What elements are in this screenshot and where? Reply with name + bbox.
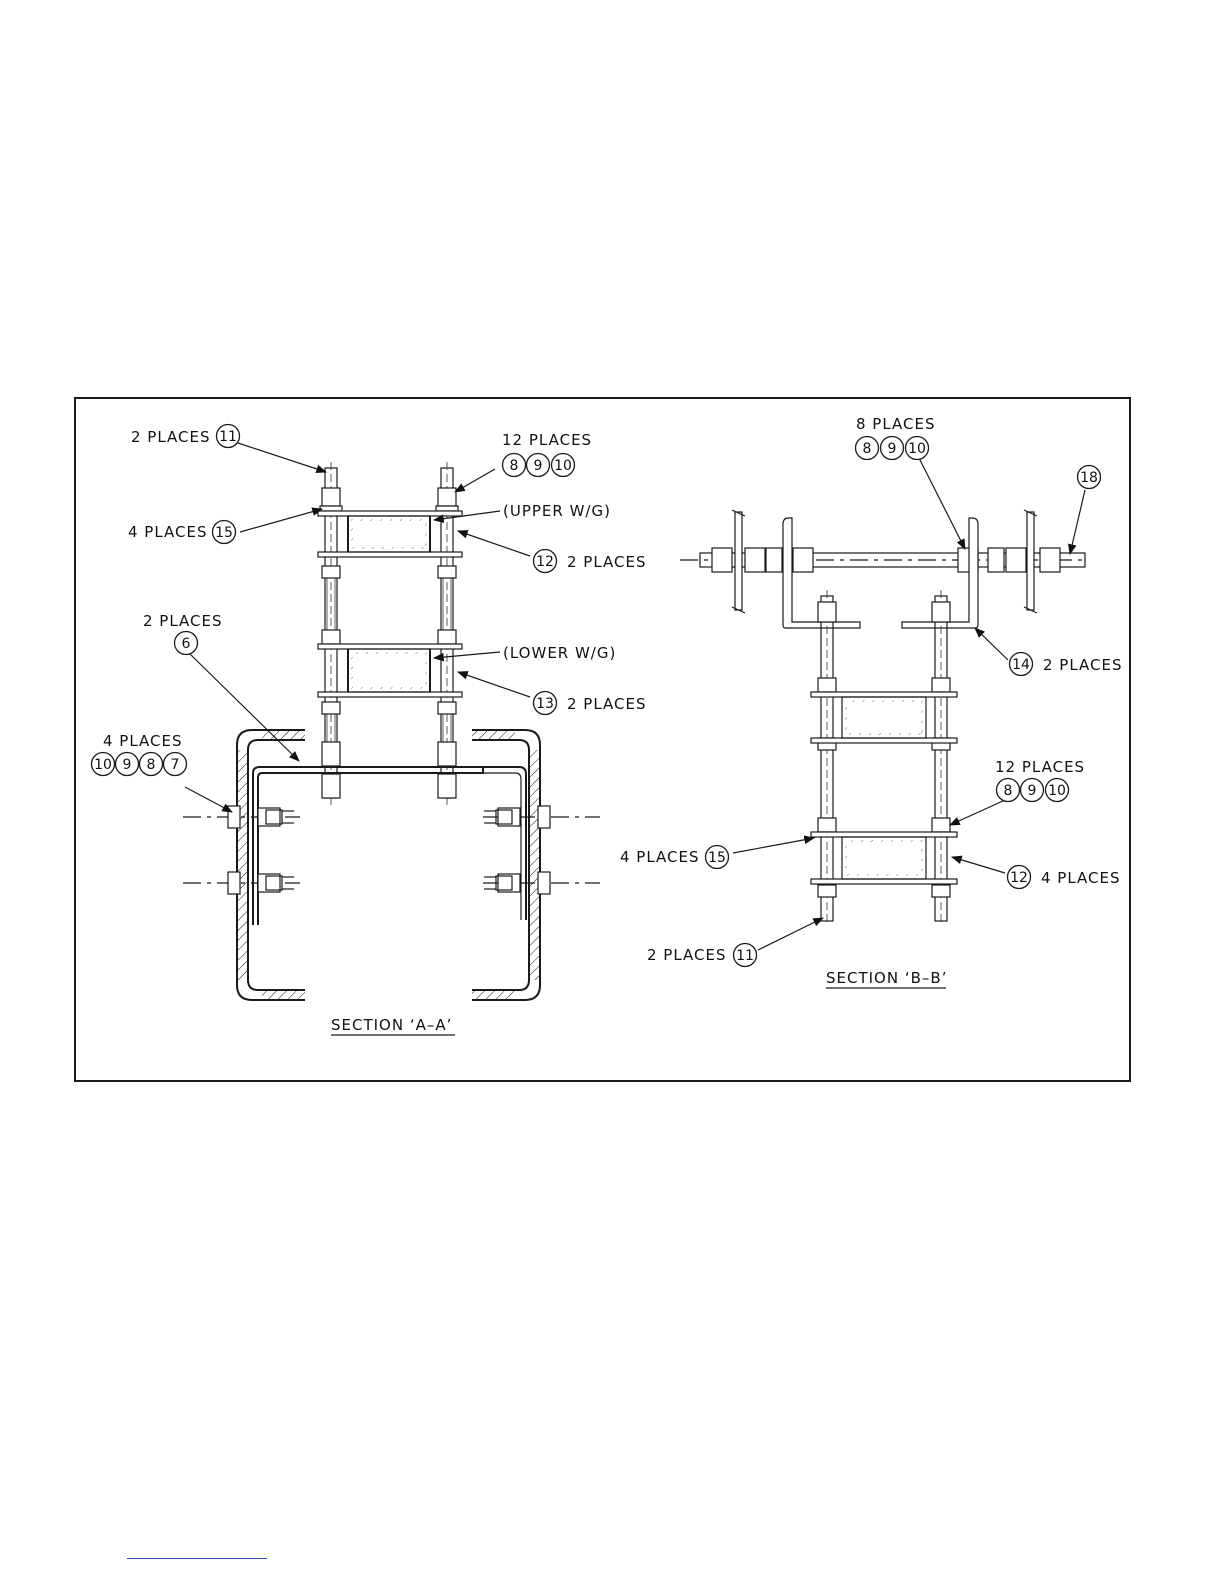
- callout-a-plate-qty: 2 PLACES: [143, 612, 223, 630]
- callout-a-left-mid-item: 15: [215, 525, 233, 541]
- threaded-rod-b-right: [932, 590, 950, 925]
- callout-a-top-left-item: 11: [219, 429, 237, 445]
- callout-a-right-lower-item: 13: [536, 696, 554, 712]
- callout-b-mid-item-1: 8: [1004, 783, 1013, 799]
- callout-b-top-item-2: 9: [888, 441, 897, 457]
- label-lower-wg: (LOWER W/G): [503, 644, 616, 662]
- callout-a-bolt-item-2: 9: [123, 757, 132, 773]
- callout-b-top-qty: 8 PLACES: [856, 415, 936, 433]
- callout-a-top-left-qty: 2 PLACES: [131, 428, 211, 446]
- label-upper-wg: (UPPER W/G): [503, 502, 611, 520]
- callout-b-top-item-3: 10: [908, 441, 926, 457]
- callout-b-mid-item-2: 9: [1028, 783, 1037, 799]
- lower-waveguide: [318, 644, 462, 697]
- channel-left-wall: [237, 730, 305, 1000]
- callout-b-mid-qty: 12 PLACES: [995, 758, 1085, 776]
- section-a-title: SECTION ‘A–A’: [331, 1016, 452, 1034]
- callout-b-bracket-qty: 2 PLACES: [1043, 656, 1123, 674]
- callout-a-bolt-qty: 4 PLACES: [103, 732, 183, 750]
- callout-b-mid-item-3: 10: [1048, 783, 1066, 799]
- callout-a-right-lower-qty: 2 PLACES: [567, 695, 647, 713]
- callout-b-bracket-item: 14: [1012, 657, 1030, 673]
- footer-rule: [127, 1558, 267, 1559]
- callout-a-top-right-qty: 12 PLACES: [502, 431, 592, 449]
- side-bolt-left-upper: [228, 806, 294, 828]
- callout-b-left-item: 15: [708, 850, 726, 866]
- upper-waveguide: [318, 511, 462, 557]
- section-b-title: SECTION ‘B–B’: [826, 969, 947, 987]
- callout-a-left-mid-qty: 4 PLACES: [128, 523, 208, 541]
- callout-b-left-qty: 4 PLACES: [620, 848, 700, 866]
- callout-a-top-right-item-3: 10: [554, 458, 572, 474]
- threaded-rod-b-left: [818, 590, 836, 925]
- callout-a-bolt-item-3: 8: [147, 757, 156, 773]
- callout-a-right-upper-qty: 2 PLACES: [567, 553, 647, 571]
- callout-a-plate-item: 6: [182, 636, 191, 652]
- callout-a-bolt-item-1: 10: [94, 757, 112, 773]
- callout-b-bottom-item: 11: [736, 948, 754, 964]
- mounting-plate: [253, 767, 526, 925]
- section-a-a: 2 PLACES 11 12 PLACES 8 9 10 4 PLACES 15…: [92, 425, 647, 1036]
- drawing-frame: [75, 398, 1130, 1081]
- callout-a-top-right-item-2: 9: [534, 458, 543, 474]
- callout-b-right-qty: 4 PLACES: [1041, 869, 1121, 887]
- callout-b-bottom-qty: 2 PLACES: [647, 946, 727, 964]
- callout-b-right-item: 12: [1010, 870, 1028, 886]
- callout-a-right-upper-item: 12: [536, 554, 554, 570]
- callout-a-top-right-item-1: 8: [510, 458, 519, 474]
- callout-a-bolt-item-4: 7: [171, 757, 180, 773]
- side-bolt-left-lower: [228, 872, 294, 894]
- horizontal-rod: [680, 510, 1085, 613]
- callout-b-top-item-1: 8: [863, 441, 872, 457]
- callout-b-rod-item: 18: [1080, 470, 1098, 486]
- section-b-b: 8 PLACES 8 9 10 18 14 2 PLACES 12 PLACES…: [620, 415, 1123, 988]
